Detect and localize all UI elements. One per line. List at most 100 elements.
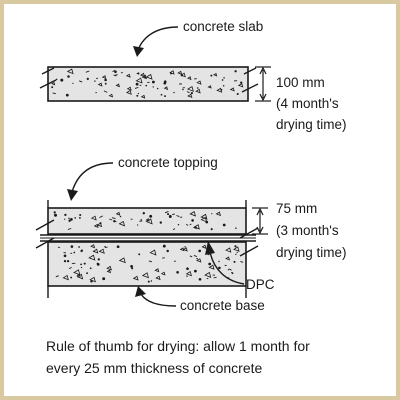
aggregate-speck [140,219,142,221]
aggregate-speck [94,80,96,82]
aggregate-speck [213,276,217,279]
aggregate-speck [189,210,197,217]
aggregate-speck [76,273,84,280]
aggregate-speck [227,269,229,271]
aggregate-speck [189,255,193,258]
aggregate-speck [62,274,69,281]
aggregate-speck [154,268,160,273]
caption-line-1: Rule of thumb for drying: allow 1 month … [46,338,310,354]
aggregate-speck [196,258,202,263]
aggregate-speck [211,213,213,215]
aggregate-speck [236,92,239,96]
aggregate-speck [208,262,212,266]
dpc-label: DPC [246,277,275,292]
aggregate-speck [67,228,72,230]
aggregate-speck [141,272,149,279]
aggregate-speck [137,92,140,95]
aggregate-speck [218,266,221,270]
aggregate-speck [182,247,188,252]
aggregate-speck [118,220,126,227]
aggregate-speck [225,256,231,261]
aggregate-speck [218,260,220,263]
aggregate-speck [131,267,134,270]
aggregate-speck [106,265,112,271]
aggregate-speck [79,217,81,219]
aggregate-speck [70,276,73,279]
aggregate-speck [99,215,104,219]
aggregate-speck [200,216,208,223]
aggregate-speck [51,86,54,89]
topping-arrowhead [67,189,78,201]
aggregate-speck [66,259,70,263]
aggregate-speck [193,254,198,258]
aggregate-speck [172,213,175,216]
aggregate-speck [236,251,238,254]
aggregate-speck [189,223,192,226]
aggregate-speck [186,85,194,92]
slab-break-right [241,67,259,93]
aggregate-speck [222,85,225,87]
aggregate-speck [190,92,193,95]
aggregate-speck [68,219,71,223]
aggregate-speck [96,222,103,228]
aggregate-speck [101,75,107,80]
aggregate-speck [210,74,213,77]
slab-dimension-value: 100 mm [276,75,325,90]
aggregate-speck [97,258,100,261]
aggregate-speck [106,269,112,274]
slab-drying-line2: drying time) [276,117,347,132]
aggregate-speck [172,228,176,231]
aggregate-speck [119,215,122,218]
aggregate-speck [142,212,145,215]
aggregate-speck [228,268,232,271]
aggregate-speck [222,223,226,227]
aggregate-speck [68,217,70,220]
aggregate-speck [193,224,200,230]
aggregate-speck [112,69,116,73]
aggregate-speck [196,257,198,260]
aggregate-speck [167,213,170,216]
aggregate-speck [126,86,132,91]
aggregate-speck [177,223,180,226]
concrete-drying-diagram: concrete slab 100 mm (4 month's drying t… [35,19,347,376]
aggregate-speck [162,257,165,259]
aggregate-speck [136,72,140,75]
aggregate-speck [102,277,106,281]
slab-arrowhead [133,46,144,57]
aggregate-speck [120,71,123,74]
aggregate-speck [136,94,139,97]
aggregate-speck [136,224,139,226]
aggregate-speck [88,254,96,261]
aggregate-speck [70,245,74,248]
aggregate-speck [152,86,154,88]
aggregate-speck [198,277,202,281]
aggregate-speck [89,276,96,283]
aggregate-speck [187,93,193,99]
aggregate-speck [68,266,72,270]
aggregate-speck [64,218,66,220]
aggregate-speck [134,86,139,89]
aggregate-speck [118,257,126,264]
aggregate-speck [223,77,225,79]
base-label: concrete base [180,298,265,313]
aggregate-speck [220,88,223,91]
aggregate-speck [85,70,90,73]
aggregate-speck [229,87,235,92]
slab-label: concrete slab [183,19,263,34]
aggregate-speck [57,246,61,249]
aggregate-speck [70,218,73,221]
aggregate-speck [81,249,83,252]
aggregate-speck [156,87,159,90]
aggregate-speck [83,262,86,265]
aggregate-speck [204,271,212,278]
aggregate-speck [164,210,169,214]
slab-aggregate [51,68,244,99]
aggregate-speck [63,259,67,263]
aggregate-speck [104,246,108,249]
aggregate-speck [231,272,234,275]
aggregate-speck [116,245,120,249]
slab-break-left [39,67,57,89]
aggregate-speck [212,72,218,77]
aggregate-speck [185,270,192,277]
aggregate-speck [72,82,74,85]
